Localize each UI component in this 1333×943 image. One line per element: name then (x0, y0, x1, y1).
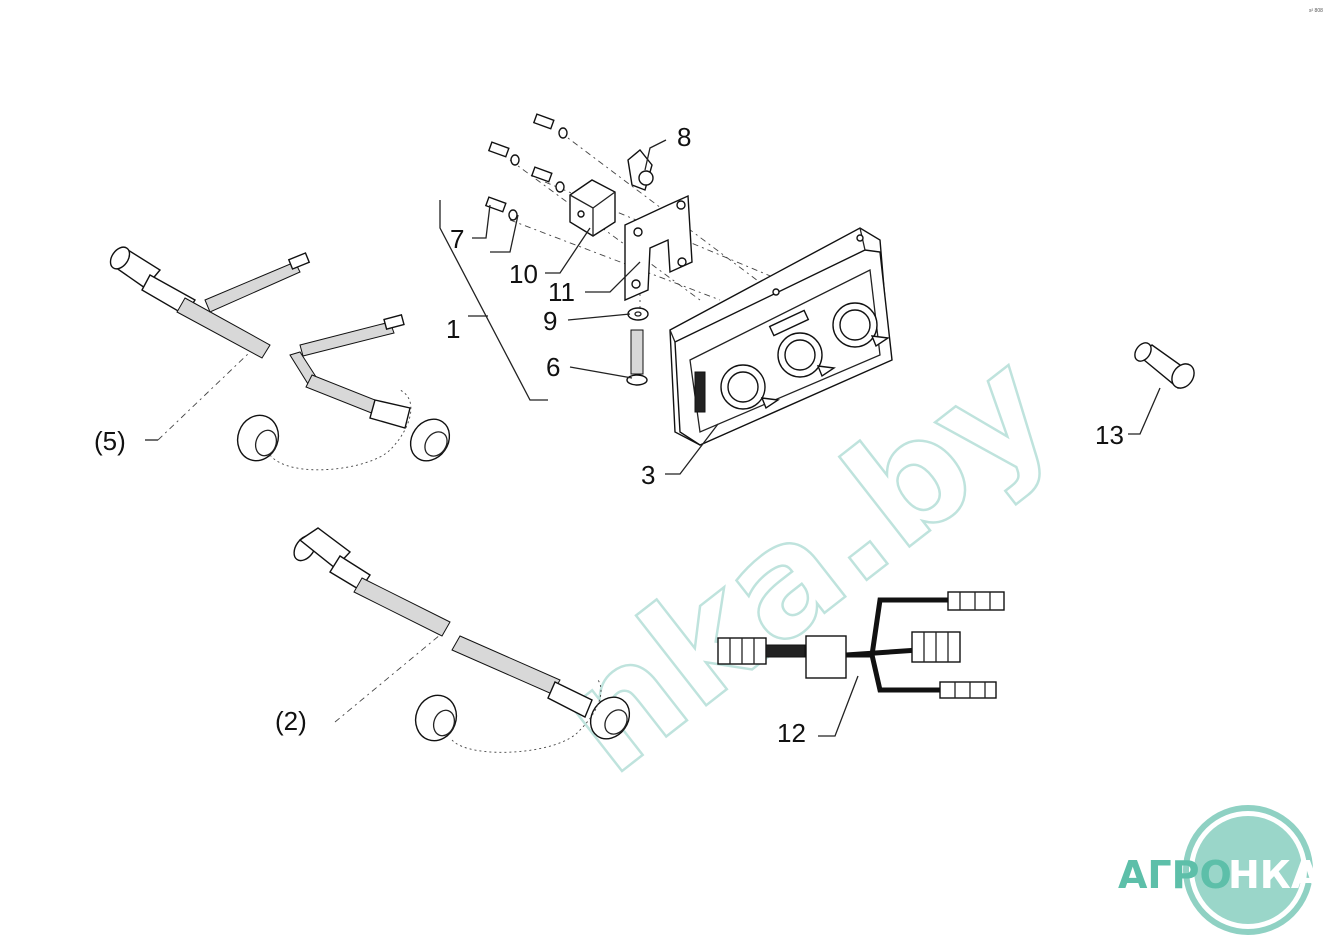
knob-icon (720, 302, 890, 410)
wiring-harness-icon (717, 591, 1005, 699)
washer-icon (627, 307, 649, 321)
callout-13: 13 (1095, 420, 1124, 450)
callout-12: 12 (777, 718, 806, 748)
mounting-hardware (484, 113, 781, 386)
callout-10: 10 (509, 259, 538, 289)
leader-lines (145, 139, 1161, 737)
control-panel-icon (669, 227, 893, 446)
callout-3: 3 (641, 460, 655, 490)
callout-5: (5) (94, 426, 126, 456)
agronka-logo: АГРО НКА (1118, 805, 1321, 935)
corner-code: s² 808 (1309, 8, 1323, 14)
callout-7: 7 (450, 224, 464, 254)
callout-8: 8 (677, 122, 691, 152)
callout-11: 11 (548, 277, 575, 307)
logo-ring-icon (1183, 805, 1313, 935)
clip-icon (627, 149, 654, 191)
mounting-block-icon (569, 179, 616, 237)
bolt-icon (484, 113, 568, 221)
callout-2: (2) (275, 706, 307, 736)
logo-text-left: АГРО (1118, 853, 1232, 897)
logo-text-right: НКА (1228, 853, 1321, 897)
extension-cable-icon (293, 527, 631, 753)
connector-plug-icon (1134, 342, 1195, 390)
callout-9: 9 (543, 306, 557, 336)
callout-1: 1 (446, 314, 460, 344)
callout-6: 6 (546, 352, 560, 382)
mounting-bracket-icon (624, 194, 693, 302)
y-cable-icon (109, 246, 451, 471)
screw-icon (626, 329, 648, 386)
